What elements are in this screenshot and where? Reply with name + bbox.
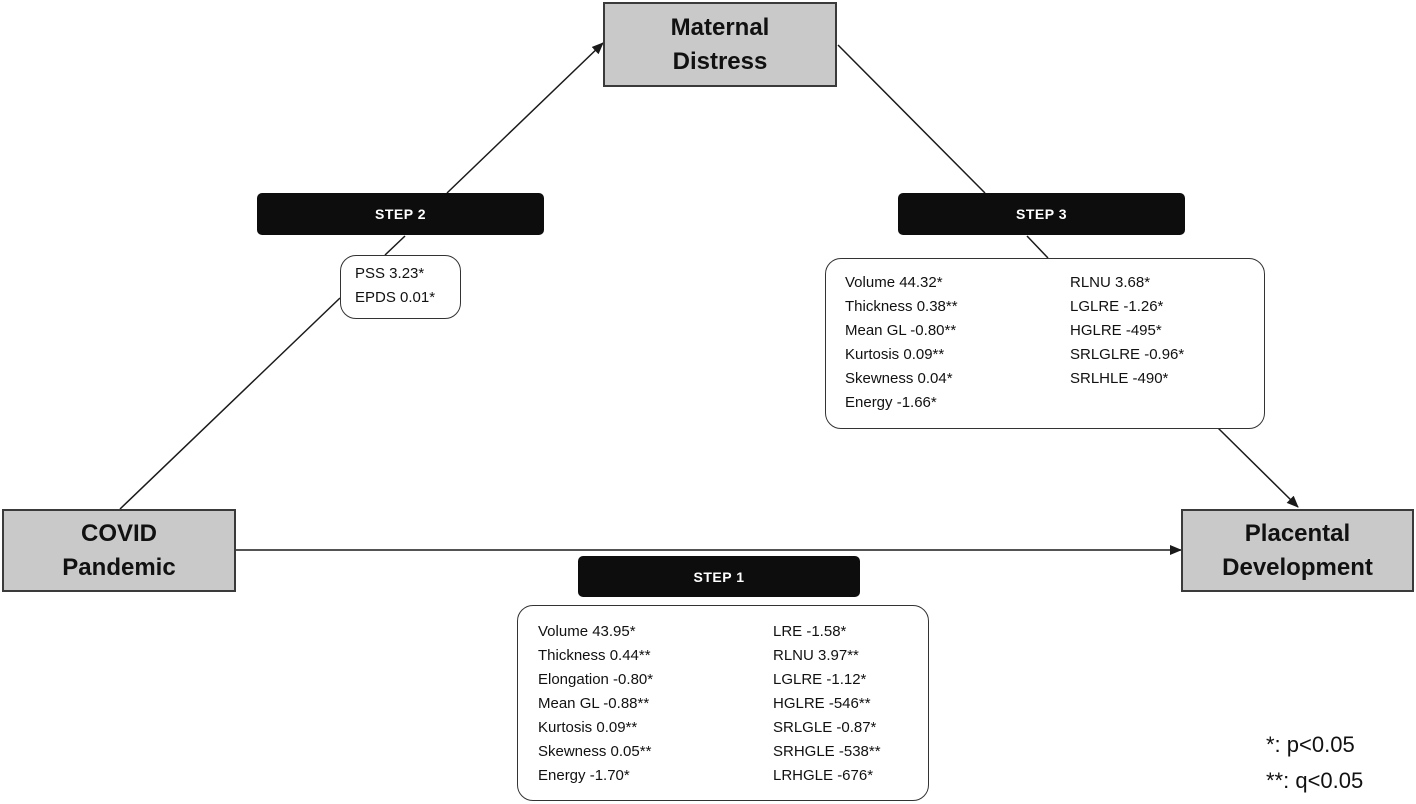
step1-banner: STEP 1 xyxy=(578,556,860,597)
covid-to-distress-line-middle xyxy=(384,235,406,256)
result-item: LGLRE -1.26* xyxy=(1070,298,1164,315)
maternal-distress-node: Maternal Distress xyxy=(603,2,837,87)
significance-legend: *: p<0.05 **: q<0.05 xyxy=(1266,727,1363,799)
placental-development-label-line1: Placental xyxy=(1244,519,1351,547)
distress-to-placenta-line-upper xyxy=(837,44,986,194)
result-item: HGLRE -495* xyxy=(1070,322,1162,339)
step2-results-box: PSS 3.23* EPDS 0.01* xyxy=(340,255,461,319)
distress-to-placenta-line-middle xyxy=(1026,235,1049,259)
result-item: SRLHLE -490* xyxy=(1070,370,1169,387)
result-item: SRLGLRE -0.96* xyxy=(1070,346,1185,363)
legend-p-value: *: p<0.05 xyxy=(1266,732,1355,757)
step3-left-column: Volume 44.32* Thickness 0.38** Mean GL -… xyxy=(845,271,958,415)
placental-development-label-line2: Development xyxy=(1222,553,1373,581)
result-item: Energy -1.66* xyxy=(845,394,937,411)
covid-to-distress-arrow xyxy=(446,42,604,194)
result-item: Skewness 0.04* xyxy=(845,370,953,387)
result-item: RLNU 3.68* xyxy=(1070,274,1151,291)
covid-pandemic-node: COVID Pandemic xyxy=(2,509,236,592)
step3-banner: STEP 3 xyxy=(898,193,1185,235)
placental-development-node: Placental Development xyxy=(1181,509,1414,592)
result-item: Energy -1.70* xyxy=(538,767,630,784)
result-item: Mean GL -0.88** xyxy=(538,695,650,712)
result-item: EPDS 0.01* xyxy=(355,289,436,306)
step2-banner: STEP 2 xyxy=(257,193,544,235)
covid-pandemic-label-line2: Pandemic xyxy=(62,553,176,581)
step1-results-box: Volume 43.95* Thickness 0.44** Elongatio… xyxy=(517,605,929,801)
result-item: Elongation -0.80* xyxy=(538,671,654,688)
result-item: Kurtosis 0.09** xyxy=(845,346,945,363)
result-item: Mean GL -0.80** xyxy=(845,322,957,339)
result-item: LRE -1.58* xyxy=(773,623,847,640)
covid-to-distress-line-lower xyxy=(119,297,341,510)
result-item: RLNU 3.97** xyxy=(773,647,859,664)
result-item: Thickness 0.44** xyxy=(538,647,651,664)
result-item: Volume 44.32* xyxy=(845,274,943,291)
step1-left-column: Volume 43.95* Thickness 0.44** Elongatio… xyxy=(538,620,653,788)
step3-results-box: Volume 44.32* Thickness 0.38** Mean GL -… xyxy=(825,258,1265,429)
covid-pandemic-label-line1: COVID xyxy=(80,519,157,547)
legend-q-value: **: q<0.05 xyxy=(1266,768,1364,793)
step1-right-column: LRE -1.58* RLNU 3.97** LGLRE -1.12* HGLR… xyxy=(773,620,881,788)
result-item: Skewness 0.05** xyxy=(538,743,652,760)
result-item: LRHGLE -676* xyxy=(773,767,874,784)
result-item: Volume 43.95* xyxy=(538,623,636,640)
distress-to-placenta-arrow xyxy=(1217,427,1299,508)
maternal-distress-label-line2: Distress xyxy=(672,47,768,75)
result-item: SRHGLE -538** xyxy=(773,743,881,760)
result-item: PSS 3.23* xyxy=(355,265,425,282)
result-item: HGLRE -546** xyxy=(773,695,871,712)
step3-right-column: RLNU 3.68* LGLRE -1.26* HGLRE -495* SRLG… xyxy=(1070,271,1184,391)
result-item: Thickness 0.38** xyxy=(845,298,958,315)
result-item: SRLGLE -0.87* xyxy=(773,719,877,736)
result-item: Kurtosis 0.09** xyxy=(538,719,638,736)
result-item: LGLRE -1.12* xyxy=(773,671,867,688)
maternal-distress-label-line1: Maternal xyxy=(670,13,770,41)
